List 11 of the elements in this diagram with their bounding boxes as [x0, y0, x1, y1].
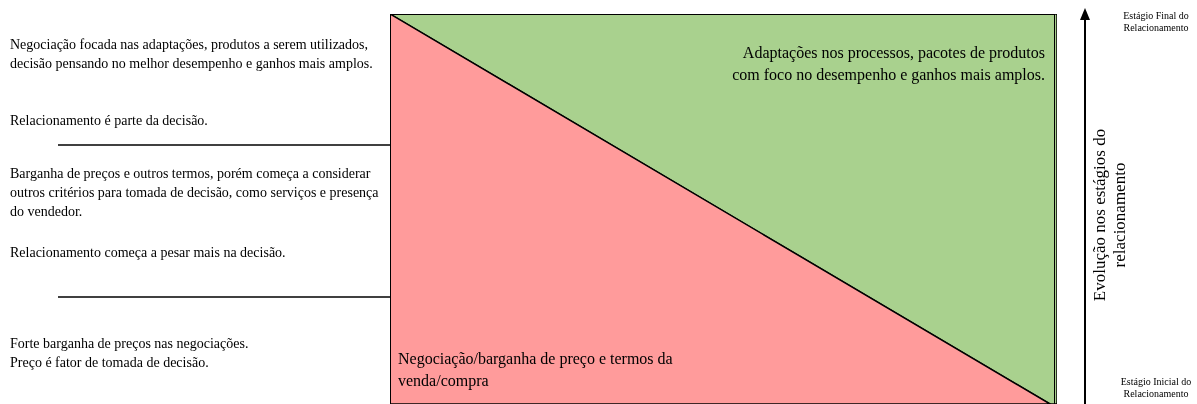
stage-note: Relacionamento é parte da decisão.	[10, 112, 209, 130]
stage-note: Preço é fator de tomada de decisão.	[10, 354, 210, 372]
stage-note: Relacionamento começa a pesar mais na decisão.	[10, 244, 287, 262]
region-label: Adaptações nos processos, pacotes de produtos com foco no desempenho e ganhos mais amplos.	[731, 43, 1045, 86]
stage-description: Forte barganha de preços nas negociações.	[10, 335, 250, 353]
stage-description: Negociação focada nas adaptações, produtos a serem utilizados, decisão pensando no melhor desempenho e ganhos mais amplos.	[10, 36, 374, 73]
stage-label: Estágio Inicial do Relacionamento	[1119, 376, 1193, 400]
stage-description: Barganha de preços e outros termos, porém começa a considerar outros critérios para tomada de decisão, como serviços e presença do vendedor.	[10, 165, 380, 221]
axis-label: Evolução nos estágios do relacionamento	[1090, 127, 1130, 304]
region-label: Negociação/barganha de preço e termos da venda/compra	[398, 349, 674, 392]
stage-label: Estágio Final do Relacionamento	[1122, 10, 1190, 34]
